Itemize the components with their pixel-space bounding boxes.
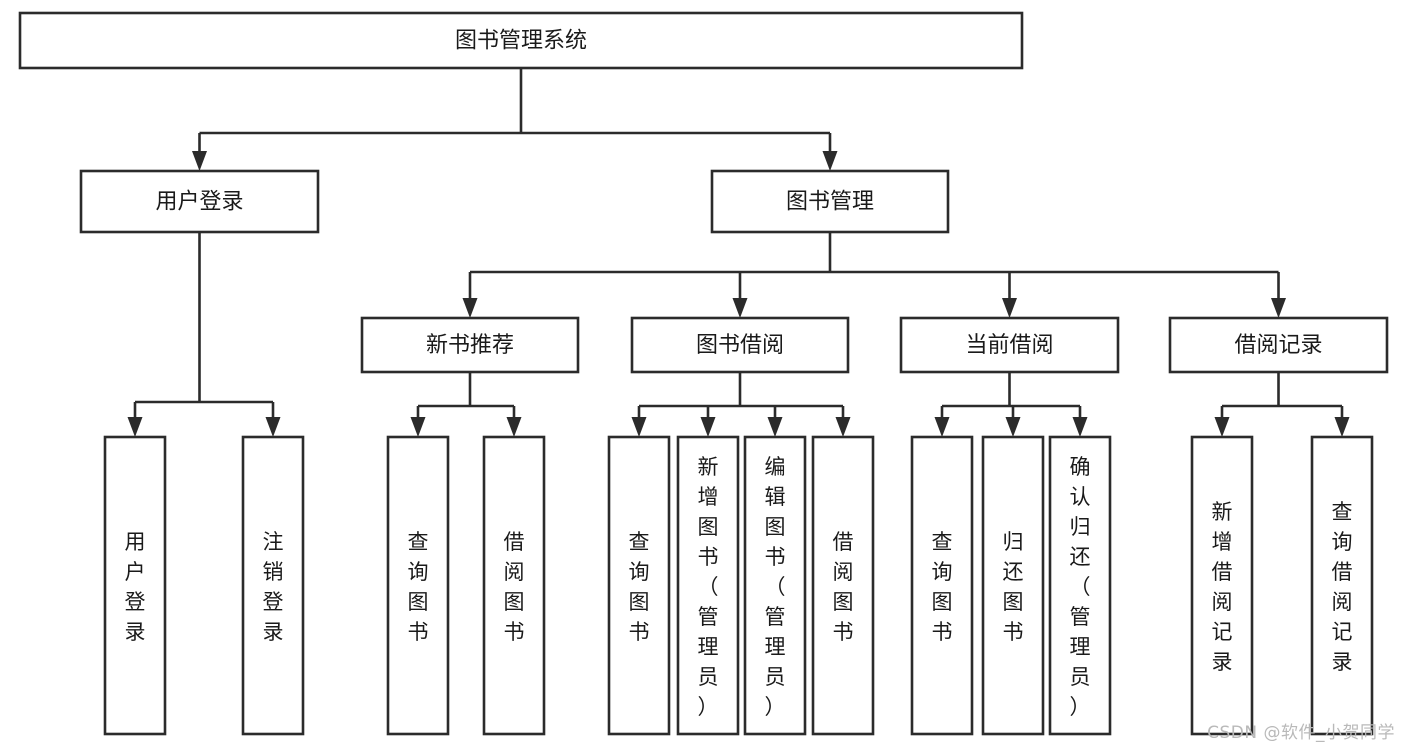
node-l_confirm[interactable]: 确认归还（管理员）	[1048, 435, 1112, 736]
node-l_editbook[interactable]: 编辑图书（管理员）	[743, 435, 807, 736]
node-box	[910, 435, 974, 736]
node-borrow[interactable]: 图书借阅	[630, 316, 850, 374]
connector-arrowhead	[700, 417, 716, 437]
node-box	[607, 435, 671, 736]
node-bookmgmt[interactable]: 图书管理	[710, 169, 950, 234]
node-box	[18, 11, 1024, 70]
node-label: 图书借阅	[696, 333, 784, 358]
node-l_qrec[interactable]: 查询借阅记录	[1310, 435, 1374, 736]
node-label: 借阅记录	[1234, 333, 1322, 358]
connector-arrowhead	[732, 298, 748, 318]
node-l_qbook3[interactable]: 查询图书	[910, 435, 974, 736]
node-l_return[interactable]: 归还图书	[981, 435, 1045, 736]
node-current[interactable]: 当前借阅	[899, 316, 1120, 374]
node-l_qbook1[interactable]: 查询图书	[386, 435, 450, 736]
connector-layer	[127, 68, 1350, 437]
node-box	[630, 316, 850, 374]
node-box	[981, 435, 1045, 736]
node-box	[1168, 316, 1389, 374]
connector-arrowhead	[631, 417, 647, 437]
node-box	[482, 435, 546, 736]
connector-arrowhead	[1002, 298, 1017, 318]
connector-arrowhead	[822, 151, 838, 171]
node-label: 注销登录	[263, 530, 284, 644]
connector-arrowhead	[462, 298, 478, 318]
node-label: 查询图书	[629, 530, 650, 644]
node-label: 用户登录	[125, 530, 146, 644]
connector-arrowhead	[767, 417, 783, 437]
node-label: 新增借阅记录	[1212, 500, 1233, 674]
node-box	[676, 435, 740, 736]
node-box	[1048, 435, 1112, 736]
node-label: 借阅图书	[833, 530, 854, 644]
connector-arrowhead	[1271, 298, 1286, 318]
node-l_bbook2[interactable]: 借阅图书	[811, 435, 875, 736]
node-label: 查询图书	[408, 530, 429, 644]
node-box	[1310, 435, 1374, 736]
node-layer: 图书管理系统用户登录图书管理新书推荐图书借阅当前借阅借阅记录用户登录注销登录查询…	[18, 11, 1389, 736]
node-newbook[interactable]: 新书推荐	[360, 316, 580, 374]
connector-arrowhead	[506, 417, 522, 437]
node-label: 编辑图书（管理员）	[765, 455, 786, 719]
node-label: 查询图书	[932, 530, 953, 644]
node-label: 用户登录	[155, 190, 243, 215]
node-label: 借阅图书	[504, 530, 525, 644]
node-l_logout[interactable]: 注销登录	[241, 435, 305, 736]
node-label: 新书推荐	[426, 333, 514, 358]
connector-arrowhead	[1334, 417, 1350, 437]
connector-arrowhead	[835, 417, 851, 437]
node-label: 查询借阅记录	[1332, 500, 1353, 674]
node-label: 确认归还（管理员）	[1070, 455, 1091, 719]
node-label: 新增图书（管理员）	[698, 455, 719, 719]
node-l_qbook2[interactable]: 查询图书	[607, 435, 671, 736]
node-l_bbook1[interactable]: 借阅图书	[482, 435, 546, 736]
node-records[interactable]: 借阅记录	[1168, 316, 1389, 374]
connector-arrowhead	[1214, 417, 1230, 437]
node-box	[899, 316, 1120, 374]
node-box	[386, 435, 450, 736]
connector-arrowhead	[127, 417, 143, 437]
connector-arrowhead	[1072, 417, 1088, 437]
node-l_login[interactable]: 用户登录	[103, 435, 167, 736]
node-label: 归还图书	[1003, 530, 1024, 644]
node-root[interactable]: 图书管理系统	[18, 11, 1024, 70]
node-l_addbook[interactable]: 新增图书（管理员）	[676, 435, 740, 736]
node-box	[811, 435, 875, 736]
node-l_addrec[interactable]: 新增借阅记录	[1190, 435, 1254, 736]
connector-arrowhead	[1005, 417, 1021, 437]
connector-arrowhead	[934, 417, 950, 437]
node-box	[103, 435, 167, 736]
node-box	[743, 435, 807, 736]
node-box	[710, 169, 950, 234]
node-label: 当前借阅	[965, 333, 1053, 358]
node-label: 图书管理	[786, 190, 874, 215]
node-box	[241, 435, 305, 736]
node-box	[79, 169, 320, 234]
node-box	[360, 316, 580, 374]
connector-arrowhead	[265, 417, 281, 437]
node-label: 图书管理系统	[455, 29, 587, 54]
connector-arrowhead	[410, 417, 426, 437]
node-box	[1190, 435, 1254, 736]
node-login[interactable]: 用户登录	[79, 169, 320, 234]
connector-arrowhead	[192, 151, 207, 171]
